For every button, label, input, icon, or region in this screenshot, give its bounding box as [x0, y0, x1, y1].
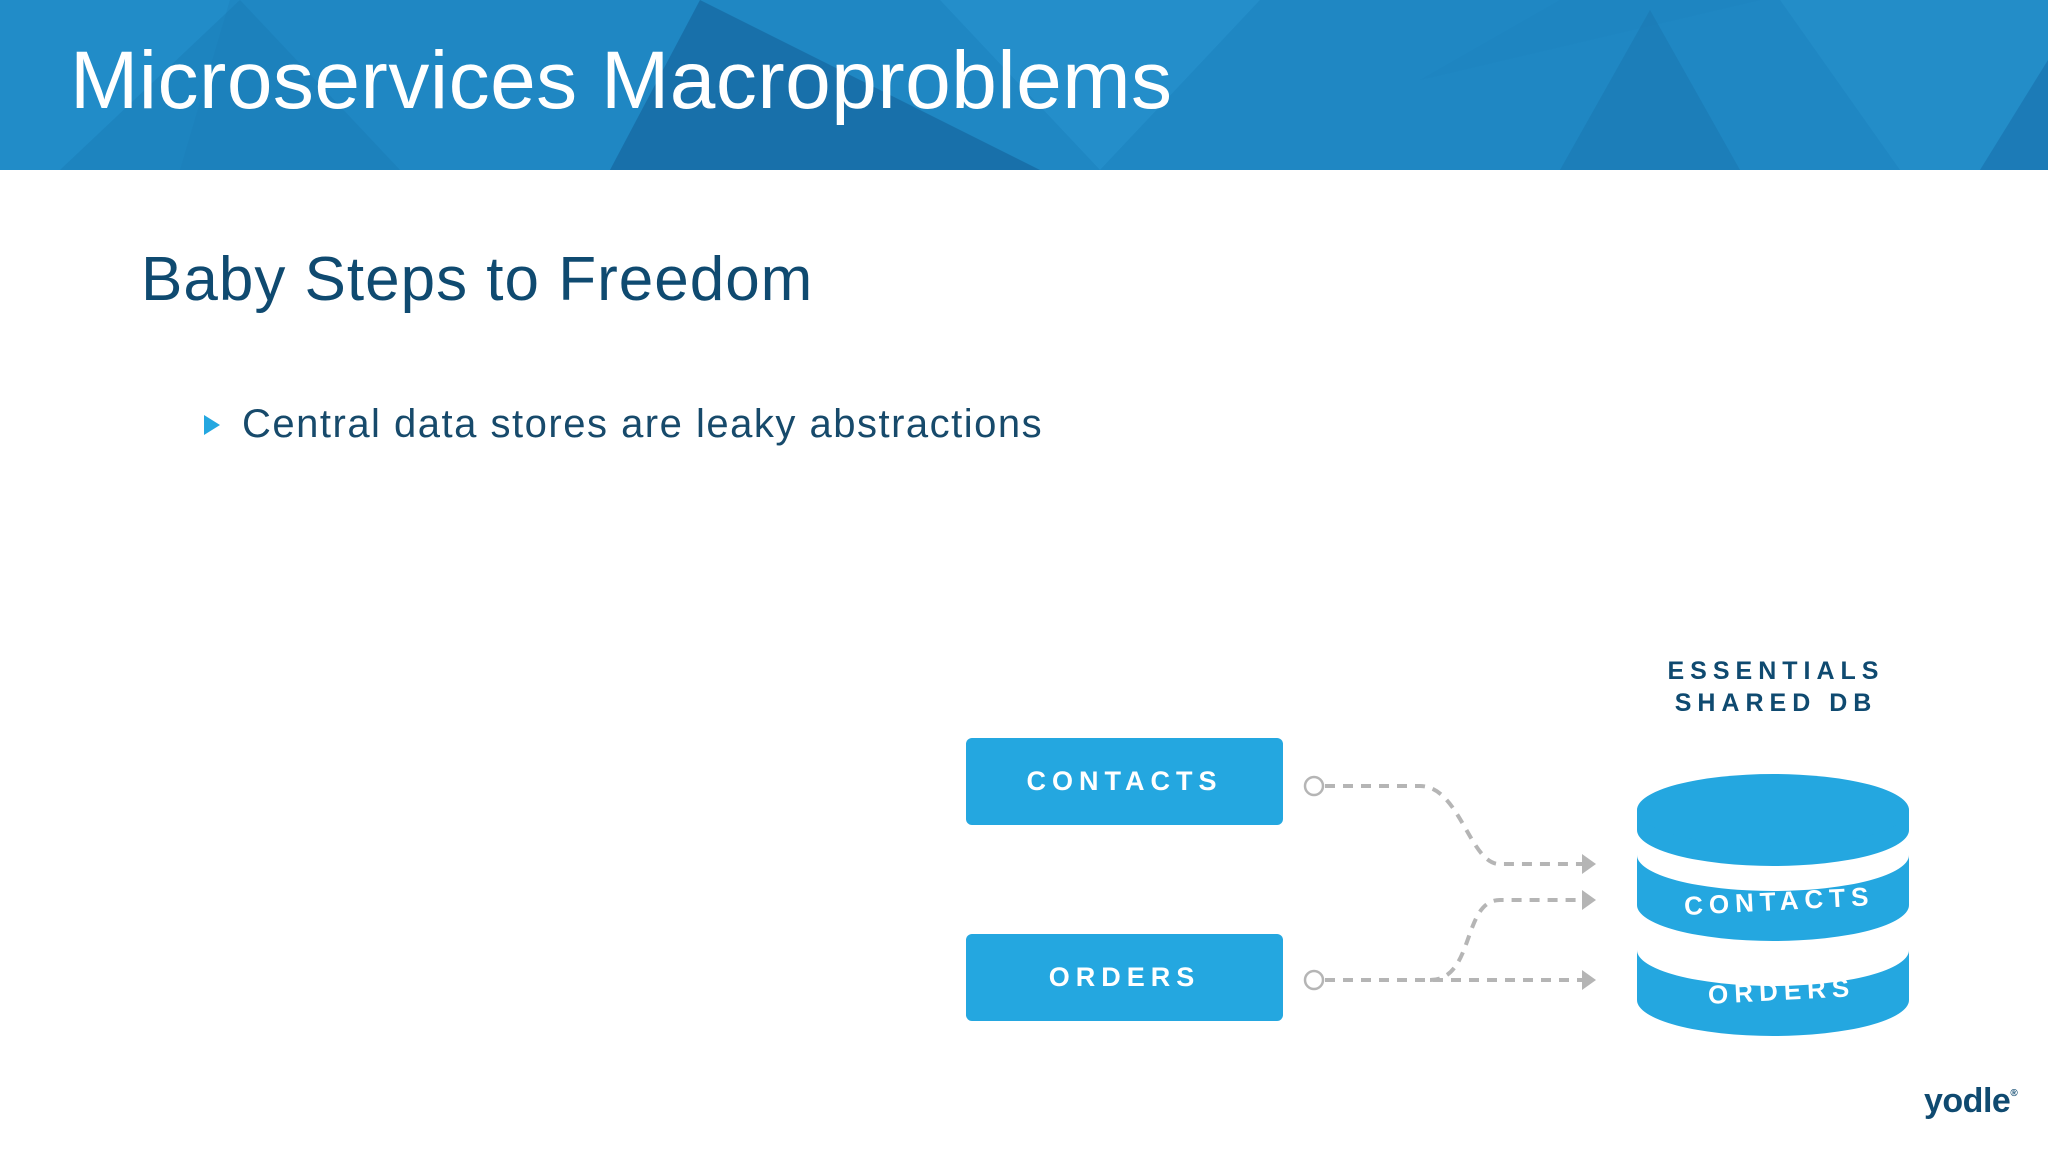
triangle-bullet-icon: [204, 414, 220, 435]
slide-title: Microservices Macroproblems: [70, 35, 1173, 126]
shared-db-cylinder-icon: [1637, 774, 1909, 1036]
bullet-item: Central data stores are leaky abstractio…: [204, 402, 1043, 447]
contacts-service-label: CONTACTS: [1026, 766, 1223, 796]
orders-cross-arrowhead-icon: [1582, 890, 1596, 910]
contacts-arrowhead-icon: [1582, 854, 1596, 874]
orders-to-db-contacts-line: [1429, 898, 1582, 982]
db-title-line2: SHARED DB: [1674, 689, 1878, 717]
contacts-service-box: CONTACTS: [966, 738, 1283, 825]
orders-service-box: ORDERS: [966, 934, 1283, 1021]
slide-subtitle: Baby Steps to Freedom: [141, 245, 814, 314]
logo-mark: ®: [2010, 1088, 2018, 1099]
contacts-to-db-contacts-line: [1325, 784, 1582, 867]
orders-arrowhead-icon: [1582, 970, 1596, 990]
bullet-text: Central data stores are leaky abstractio…: [242, 402, 1044, 446]
db-title: ESSENTIALS SHARED DB: [1626, 655, 1926, 719]
contacts-connector-origin: [1303, 775, 1325, 797]
orders-service-label: ORDERS: [1048, 962, 1201, 992]
header-triangle-pattern: [0, 0, 2048, 170]
db-title-line1: ESSENTIALS: [1667, 657, 1885, 685]
orders-connector-origin: [1303, 969, 1325, 991]
yodle-logo: yodle®: [1924, 1082, 2018, 1121]
logo-text: yodle: [1924, 1082, 2011, 1120]
header-banner: Microservices Macroproblems: [0, 0, 2048, 170]
